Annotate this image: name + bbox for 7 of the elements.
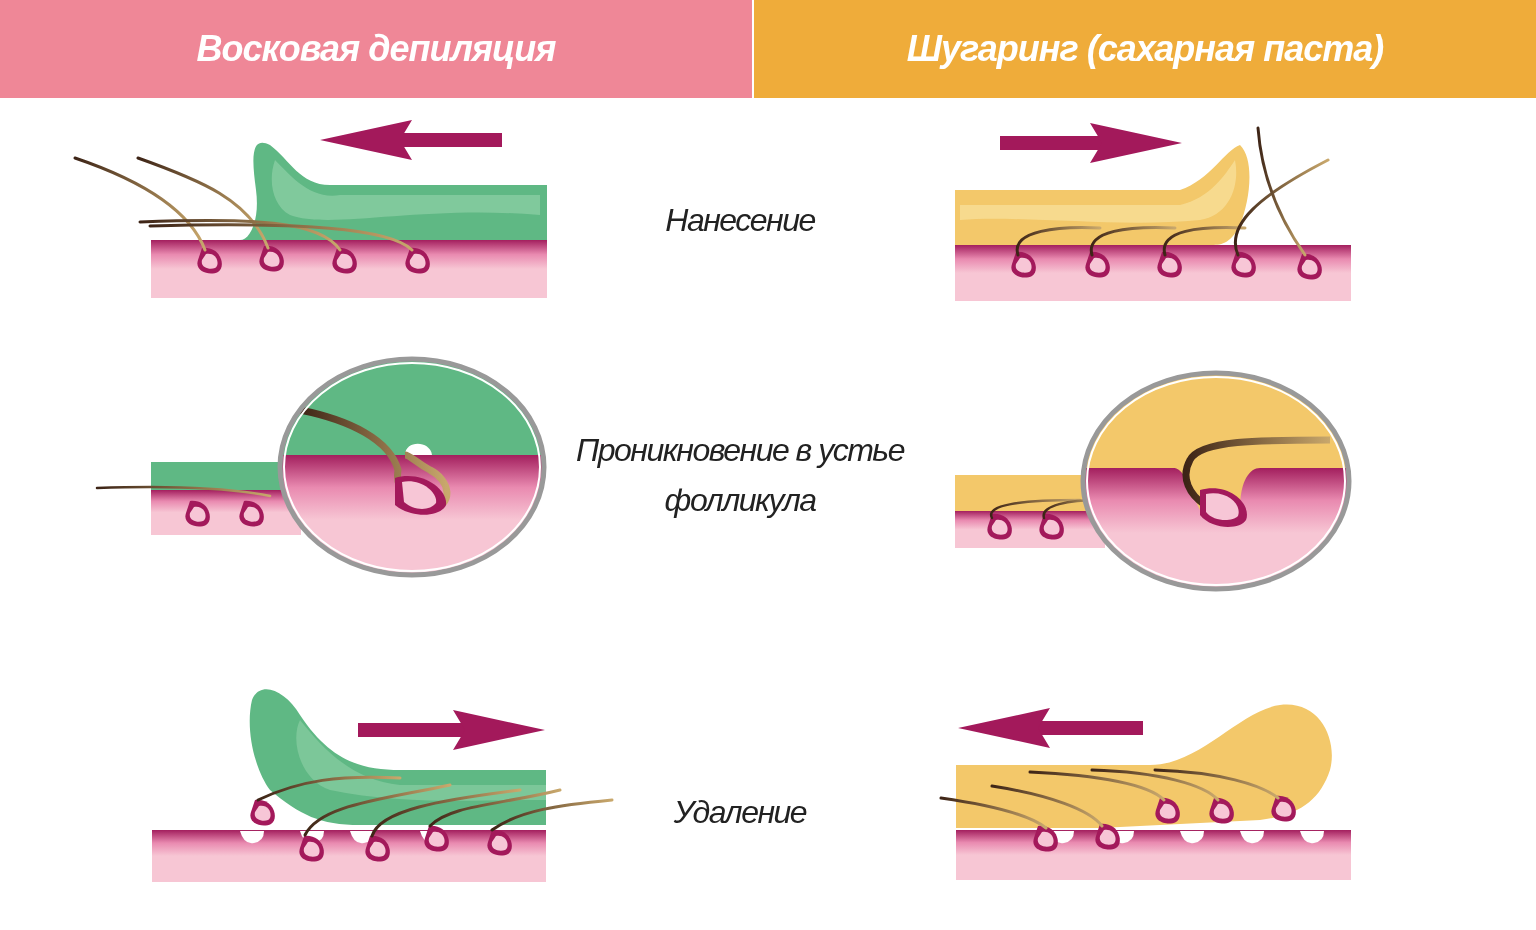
step-label: Нанесение [664, 201, 816, 240]
step-label: Проникновение в устье фолликула [575, 431, 906, 520]
header-band [754, 0, 1536, 98]
header-band [0, 0, 752, 98]
column-title: Шугаринг (сахарная паста) [906, 28, 1384, 70]
column-title: Восковая депиляция [196, 28, 556, 70]
step-label: Удаление [672, 793, 808, 832]
